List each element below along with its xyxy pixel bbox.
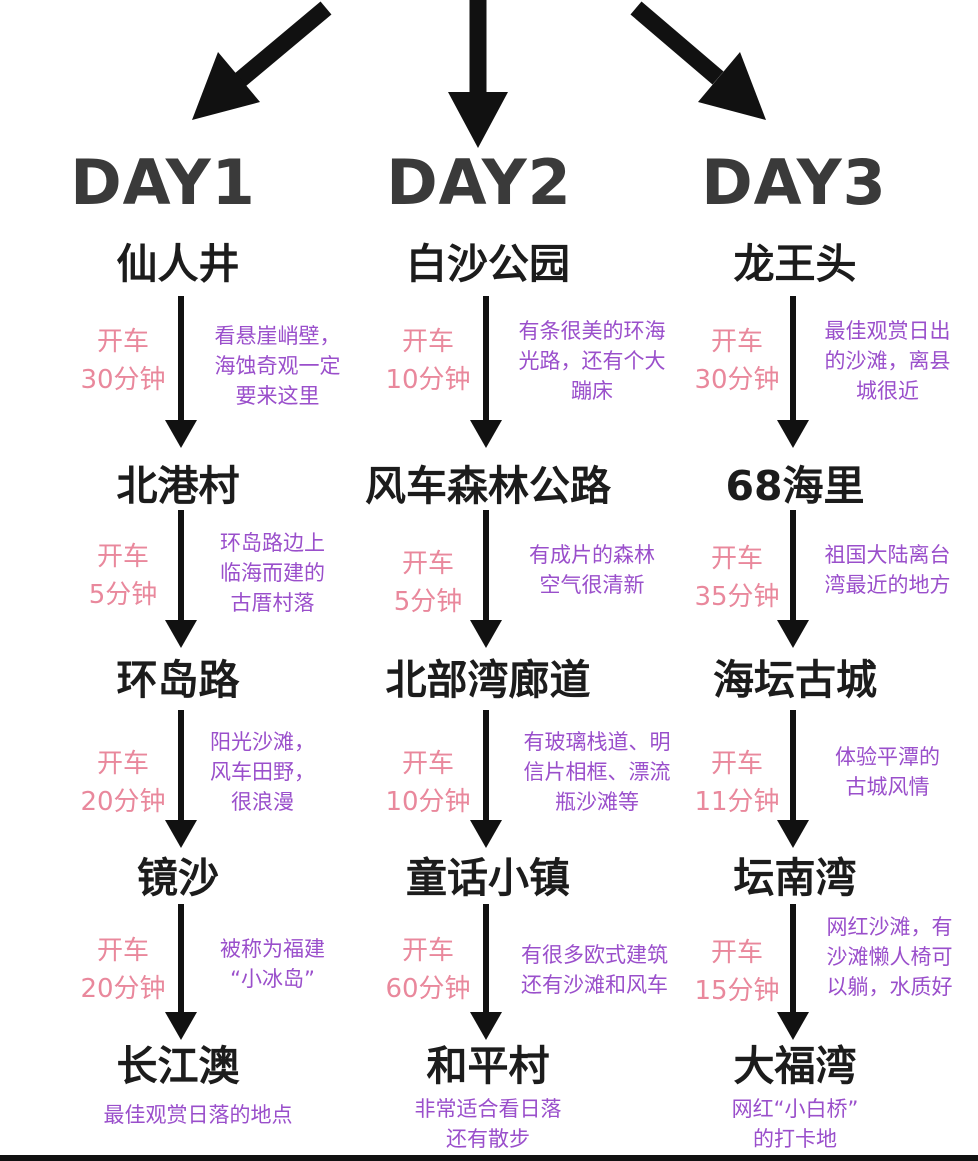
day1-stop-4: 镜沙 (137, 854, 219, 902)
day3-note-4: 网红沙滩，有 沙滩懒人椅可 以躺，水质好 (826, 915, 953, 999)
day2-drive-1: 开车 10分钟 (385, 327, 471, 395)
day1-stop-1: 仙人井 (116, 240, 240, 288)
day1-note-3: 阳光沙滩， 风车田野， 很浪漫 (210, 730, 315, 814)
day-2-heading: DAY2 (386, 146, 572, 219)
day3-stop-1: 龙王头 (733, 240, 857, 288)
day2-stop-5: 和平村 (426, 1042, 550, 1090)
day3-drive-4: 开车 15分钟 (694, 938, 780, 1006)
day2-connector-arrow-3 (470, 710, 502, 848)
day1-drive-4: 开车 20分钟 (80, 936, 166, 1004)
day2-stop-4: 童话小镇 (406, 854, 570, 902)
day1-stop-2: 北港村 (116, 462, 240, 510)
day1-connector-arrow-3 (165, 710, 197, 848)
day2-note-1: 有条很美的环海 光路，还有个大 蹦床 (518, 319, 666, 403)
day3-final-note: 网红“小白桥” 的打卡地 (731, 1097, 859, 1151)
day2-stop-3: 北部湾廊道 (385, 656, 591, 704)
top-arrow-right (630, 1, 766, 120)
day3-drive-1: 开车 30分钟 (694, 327, 780, 395)
day1-connector-arrow-4 (165, 904, 197, 1040)
day1-note-4: 被称为福建 “小冰岛” (220, 937, 325, 991)
day1-connector-arrow-1 (165, 296, 197, 448)
day2-note-3: 有玻璃栈道、明 信片相框、漂流 瓶沙滩等 (523, 730, 671, 814)
day-3-heading: DAY3 (701, 146, 887, 219)
day3-drive-2: 开车 35分钟 (694, 544, 780, 612)
day3-stop-4: 坛南湾 (733, 854, 857, 902)
day1-connector-arrow-2 (165, 510, 197, 648)
day1-drive-1: 开车 30分钟 (80, 327, 166, 395)
day2-note-2: 有成片的森林 空气很清新 (529, 543, 655, 597)
day2-final-note: 非常适合看日落 还有散步 (414, 1097, 562, 1151)
top-arrow-center (448, 0, 508, 148)
day2-note-4: 有很多欧式建筑 还有沙滩和风车 (521, 943, 668, 997)
day3-connector-arrow-4 (777, 904, 809, 1040)
day1-stop-3: 环岛路 (116, 656, 240, 704)
day3-note-3: 体验平潭的 古城风情 (835, 745, 940, 799)
day1-drive-3: 开车 20分钟 (80, 749, 166, 817)
day3-connector-arrow-2 (777, 510, 809, 648)
day2-connector-arrow-2 (470, 510, 502, 648)
day1-stop-5: 长江澳 (116, 1042, 240, 1090)
day3-connector-arrow-1 (777, 296, 809, 448)
day2-connector-arrow-4 (470, 904, 502, 1040)
day3-note-1: 最佳观赏日出 的沙滩，离县 城很近 (824, 319, 951, 403)
day1-note-2: 环岛路边上 临海而建的 古厝村落 (220, 531, 325, 615)
day3-connector-arrow-3 (777, 710, 809, 848)
day3-note-2: 祖国大陆离台 湾最近的地方 (824, 543, 951, 597)
day2-drive-3: 开车 10分钟 (385, 749, 471, 817)
day2-stop-1: 白沙公园 (406, 240, 570, 288)
vertical-arrows (165, 296, 809, 1040)
day1-drive-2: 开车 5分钟 (88, 542, 158, 610)
top-arrow-left (192, 1, 332, 120)
day-1-heading: DAY1 (70, 146, 256, 219)
bottom-divider (0, 1155, 978, 1161)
day2-drive-4: 开车 60分钟 (385, 936, 471, 1004)
day3-stop-5: 大福湾 (733, 1042, 857, 1090)
day1-final-note: 最佳观赏日落的地点 (103, 1103, 293, 1127)
day1-note-1: 看悬崖峭壁， 海蚀奇观一定 要来这里 (214, 324, 341, 408)
day2-drive-2: 开车 5分钟 (393, 549, 463, 617)
day2-stop-2: 风车森林公路 (365, 462, 611, 510)
day3-stop-2: 68海里 (725, 462, 865, 510)
day3-stop-3: 海坛古城 (713, 656, 877, 704)
day2-connector-arrow-1 (470, 296, 502, 448)
day3-drive-3: 开车 11分钟 (694, 749, 780, 817)
